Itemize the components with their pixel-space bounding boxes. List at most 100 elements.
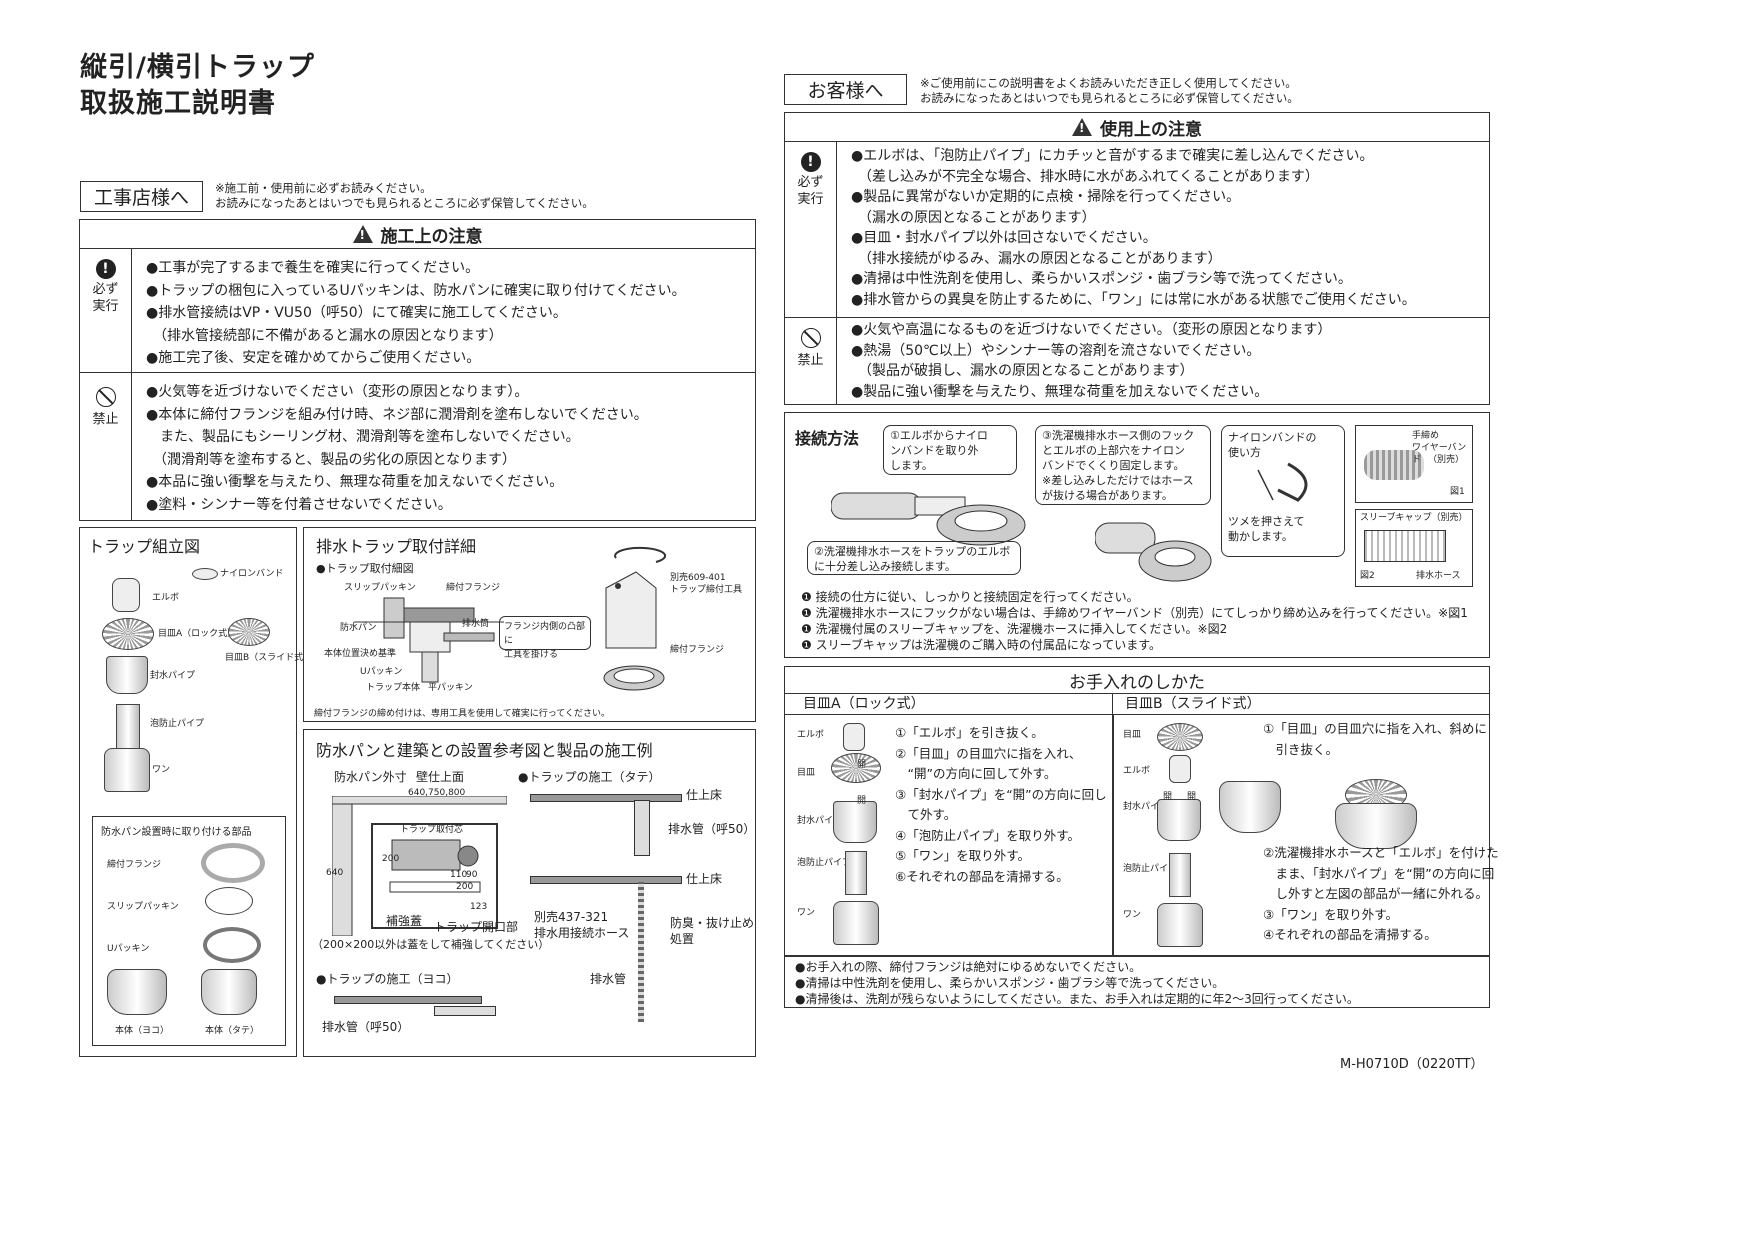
care-b-label: ワン — [1123, 910, 1142, 920]
installation-caution-box: 施工上の注意 ! 必ず 実行 ●工事が完了するまで養生を確実に行ってください。 … — [79, 219, 756, 521]
must-line: ●エルボは、「泡防止パイプ」にカチッと音がするまで確実に差し込んでください。 — [851, 148, 1374, 164]
care-a-step: ④「泡防止パイプ」を取り外す。 — [895, 827, 1080, 843]
label-body-horizontal: 本体（ヨコ） — [115, 1026, 170, 1036]
care-b-steps-top: ①「目皿」の目皿穴に指を入れ、斜めに 引き抜く。 — [1263, 719, 1487, 760]
must-line: （排水管接続部に不備があると漏水の原因となります） — [146, 327, 503, 344]
care-a-label: ワン — [797, 908, 816, 918]
step2-box: ②洗濯機排水ホースをトラップのエルボ に十分差し込み接続します。 — [807, 541, 1021, 575]
must-line: （排水接続がゆるみ、漏水の原因となることがあります） — [851, 250, 1222, 267]
detail-sub: ●トラップ取付細図 — [316, 562, 414, 575]
step2-line: ②洗濯機排水ホースをトラップのエルボ — [814, 545, 1011, 558]
smell-label-2: 処置 — [670, 932, 695, 946]
step1-line: ①エルボからナイロ — [890, 429, 988, 442]
prohibit-line: ●火気等を近づけないでください（変形の原因となります）。 — [146, 384, 529, 400]
customer-tag: お客様へ — [784, 74, 907, 105]
fig1-label: 図1 — [1450, 487, 1465, 497]
customer-prohibit-lines: ●火気や高温になるものを近づけないでください。（変形の原因となります） ●熱湯（… — [851, 320, 1483, 402]
customer-note: ※ご使用前にこの説明書をよくお読みいただき正しく使用してください。 お読みになっ… — [920, 76, 1299, 106]
care-a-foam-pipe — [845, 851, 867, 895]
step1-line: します。 — [890, 459, 933, 472]
detail-footnote: 締付フランジの締め付けは、専用工具を使用して確実に行ってください。 — [314, 709, 611, 719]
care-a-step: “開”の方向に回して外す。 — [895, 766, 1057, 781]
flange-part — [201, 843, 265, 883]
floor-label-1: 仕上床 — [686, 788, 723, 802]
dim-200-bottom: 200 — [456, 882, 474, 892]
hose-label-1: 別売437-321 — [534, 910, 609, 924]
must-label-1: 必ず — [797, 175, 824, 190]
drain-trap-detail-panel: 排水トラップ取付詳細 ●トラップ取付細図 スリップパッキン 締付フランジ 防水パ… — [303, 527, 756, 722]
installer-must-row: ! 必ず 実行 ●工事が完了するまで養生を確実に行ってください。 ●トラップの梱… — [80, 249, 755, 373]
step3-line: バンドでくくり固定します。 — [1042, 459, 1185, 472]
band-line: 使い方 — [1228, 446, 1261, 459]
customer-must-lines: ●エルボは、「泡防止パイプ」にカチッと音がするまで確実に差し込んでください。 （… — [851, 146, 1483, 310]
seal-pipe-part — [106, 656, 148, 694]
sizes-label: 640,750,800 — [408, 788, 466, 798]
label-elbow: エルボ — [152, 593, 180, 603]
title-line-1: 縦引/横引トラップ — [80, 52, 315, 83]
wire-label-2: ワイヤーバンド — [1412, 443, 1467, 465]
band-line: ツメを押さえて — [1228, 515, 1305, 528]
floor-bar-2 — [530, 876, 682, 884]
cup-part — [104, 748, 150, 792]
care-a-step: て外す。 — [895, 807, 957, 822]
wire-label-3: （別売） — [1428, 455, 1465, 465]
prohibit-line: ●本体に締付フランジを組み付け時、ネジ部に潤滑剤を塗布しないでください。 — [146, 406, 648, 423]
prohibit-line: ●塗料・シンナー等を付着させないでください。 — [146, 496, 452, 513]
prohibit-line: （製品が破損し、漏水の原因となることがあります） — [851, 363, 1194, 379]
step1-line: ンバンドを取り外 — [890, 444, 979, 457]
customer-note-1: ※ご使用前にこの説明書をよくお読みいただき正しく使用してください。 — [920, 76, 1297, 90]
label-slip-packing: スリップパッキン — [107, 902, 179, 912]
yoko-label: ●トラップの施工（ヨコ） — [316, 972, 459, 986]
care-a-elbow — [843, 723, 865, 751]
prohibit-label: 禁止 — [797, 353, 824, 368]
installer-prohibit-lines: ●火気等を近づけないでください（変形の原因となります）。 ●本体に締付フランジを… — [146, 381, 749, 516]
body-horizontal-part — [107, 969, 167, 1015]
connect-note: ❶ 洗濯機排水ホースにフックがない場合は、手締めワイヤーバンド（別売）にてしっか… — [801, 606, 1468, 620]
care-a-label: エルボ — [797, 730, 825, 740]
care-b-step: ③「ワン」を取り外す。 — [1263, 906, 1398, 922]
opening-label: トラップ開口部 — [434, 920, 519, 934]
document-title: 縦引/横引トラップ 取扱施工説明書 — [80, 50, 315, 122]
label-drain-tube: 排水筒 — [462, 619, 490, 629]
care-a-label: 封水パイプ — [797, 816, 843, 826]
pan-outer-label: 防水パン外寸 — [334, 770, 407, 784]
document-code: M-H0710D（0220TT） — [1340, 1057, 1484, 1072]
trap-assembly-panel: トラップ組立図 ナイロンバンド エルボ 目皿A（ロック式） 目皿B（スライド式）… — [79, 527, 312, 1057]
core-label: トラップ取付芯 — [400, 825, 464, 835]
fig2-box: スリーブキャップ（別売） 図2 排水ホース — [1355, 509, 1473, 587]
care-b-seal-pipe — [1157, 799, 1201, 841]
fig2-sleeve — [1364, 530, 1446, 562]
connect-title: 接続方法 — [795, 429, 860, 448]
care-col-head-a: 目皿A（ロック式） — [785, 693, 1113, 715]
care-col-head-b: 目皿B（スライド式） — [1113, 693, 1489, 715]
care-col-b-label: 目皿B（スライド式） — [1125, 696, 1261, 712]
elbow-part — [112, 578, 140, 612]
flange-hint-2: 工具を掛ける — [504, 650, 559, 660]
care-b-open-1: 開 — [1163, 792, 1173, 802]
tool-drawing — [603, 546, 667, 691]
band-fixed-drawing — [1095, 522, 1212, 582]
installer-note-1: ※施工前・使用前に必ずお読みください。 — [215, 181, 432, 195]
band-line: ナイロンバンドの — [1228, 431, 1317, 444]
connect-note: ❶ 接続の仕方に従い、しっかりと接続固定を行ってください。 — [801, 590, 1139, 604]
label-waterproof-pan: 防水パン — [340, 623, 377, 633]
care-b-label: エルボ — [1123, 766, 1151, 776]
label-flange: 締付フランジ — [446, 583, 501, 593]
must-line: （差し込みが不完全な場合、排水時に水があふれてくることがあります） — [851, 168, 1319, 185]
fig1-hose — [1364, 450, 1424, 480]
label-body-vertical: 本体（タテ） — [205, 1026, 260, 1036]
must-label-1: 必ず — [92, 282, 119, 297]
care-b-step: し外すと左図の部品が一緒に外れる。 — [1263, 886, 1489, 901]
installer-prohibit-row: 禁止 ●火気等を近づけないでください（変形の原因となります）。 ●本体に締付フラ… — [80, 373, 755, 520]
must-line: ●排水管接続はVP・VU50（呼50）にて確実に施工してください。 — [146, 305, 567, 321]
install-reference-panel: 防水パンと建築との設置参考図と製品の施工例 防水パン外寸 壁仕上面 640,75… — [303, 729, 756, 1057]
care-a-seal-pipe — [833, 801, 877, 843]
parts-title: 防水パン設置時に取り付ける部品 — [101, 827, 252, 838]
label-trap-body: トラップ本体 — [366, 683, 421, 693]
care-b-label: 封水パイプ — [1123, 802, 1169, 812]
care-title: お手入れのしかた — [1069, 672, 1205, 693]
mandatory-icon: ! — [95, 259, 116, 279]
step2-line: に十分差し込み接続します。 — [814, 560, 956, 573]
foam-pipe-part — [116, 704, 140, 752]
care-a-step: ①「エルボ」を引き抜く。 — [895, 725, 1044, 740]
